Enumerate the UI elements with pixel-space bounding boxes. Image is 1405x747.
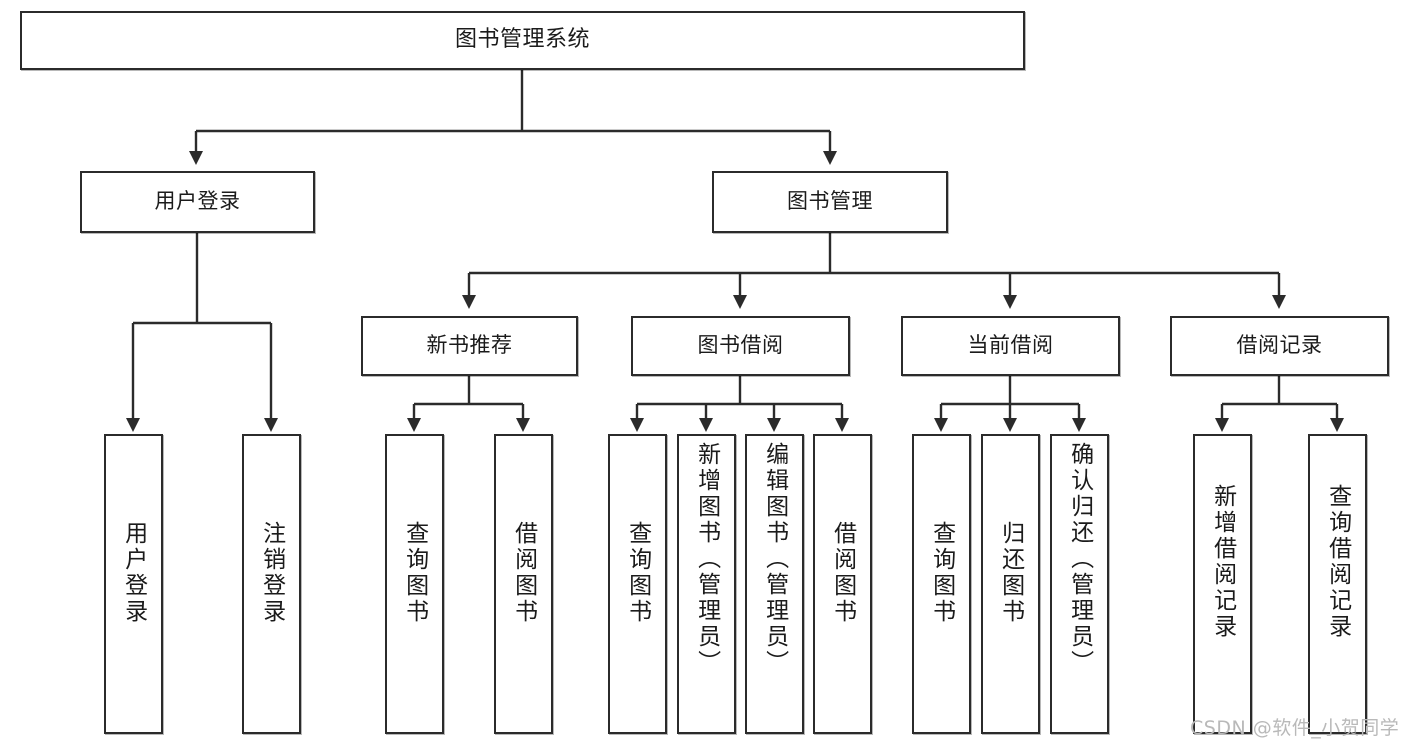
node-book-borrow[interactable]: 图书借阅	[631, 316, 850, 376]
node-leaf-logout-label: 注销登录	[258, 521, 285, 625]
node-leaf-user-login[interactable]: 用户登录	[104, 434, 163, 734]
node-leaf-query-book-b-label: 查询图书	[624, 521, 651, 625]
node-current-borrow-label: 当前借阅	[967, 333, 1054, 358]
node-leaf-return-book[interactable]: 归还图书	[981, 434, 1040, 734]
node-leaf-query-record-label: 查询借阅记录	[1324, 484, 1351, 640]
node-leaf-borrow-book-a-label: 借阅图书	[510, 521, 537, 625]
node-new-book-rec-label: 新书推荐	[426, 333, 513, 358]
node-user-login-label: 用户登录	[154, 189, 241, 214]
node-leaf-add-book-label: 新增图书（管理员）	[693, 442, 720, 676]
node-leaf-query-record[interactable]: 查询借阅记录	[1308, 434, 1367, 734]
node-root-label: 图书管理系统	[454, 27, 590, 53]
node-root[interactable]: 图书管理系统	[20, 11, 1025, 70]
node-leaf-query-book-c[interactable]: 查询图书	[912, 434, 971, 734]
node-book-manage[interactable]: 图书管理	[712, 171, 948, 233]
node-leaf-add-record-label: 新增借阅记录	[1209, 484, 1236, 640]
node-leaf-return-book-label: 归还图书	[997, 521, 1024, 625]
node-borrow-record-label: 借阅记录	[1236, 333, 1323, 358]
node-leaf-query-book-c-label: 查询图书	[928, 521, 955, 625]
node-leaf-edit-book-label: 编辑图书（管理员）	[761, 442, 788, 676]
node-new-book-rec[interactable]: 新书推荐	[361, 316, 578, 376]
watermark: CSDN @软件_小贺同学	[1190, 717, 1400, 739]
node-leaf-borrow-book-a[interactable]: 借阅图书	[494, 434, 553, 734]
node-current-borrow[interactable]: 当前借阅	[901, 316, 1120, 376]
node-leaf-confirm-return-label: 确认归还（管理员）	[1066, 442, 1093, 676]
node-user-login[interactable]: 用户登录	[80, 171, 315, 233]
node-leaf-logout[interactable]: 注销登录	[242, 434, 301, 734]
node-leaf-borrow-book-b-label: 借阅图书	[829, 521, 856, 625]
node-book-manage-label: 图书管理	[787, 189, 873, 214]
node-borrow-record[interactable]: 借阅记录	[1170, 316, 1389, 376]
node-leaf-query-book-a[interactable]: 查询图书	[385, 434, 444, 734]
node-leaf-query-book-b[interactable]: 查询图书	[608, 434, 667, 734]
node-book-borrow-label: 图书借阅	[697, 333, 784, 358]
node-leaf-confirm-return[interactable]: 确认归还（管理员）	[1050, 434, 1109, 734]
node-leaf-edit-book[interactable]: 编辑图书（管理员）	[745, 434, 804, 734]
node-leaf-borrow-book-b[interactable]: 借阅图书	[813, 434, 872, 734]
node-leaf-query-book-a-label: 查询图书	[401, 521, 428, 625]
node-leaf-add-book[interactable]: 新增图书（管理员）	[677, 434, 736, 734]
node-leaf-add-record[interactable]: 新增借阅记录	[1193, 434, 1252, 734]
node-leaf-user-login-label: 用户登录	[120, 521, 147, 625]
